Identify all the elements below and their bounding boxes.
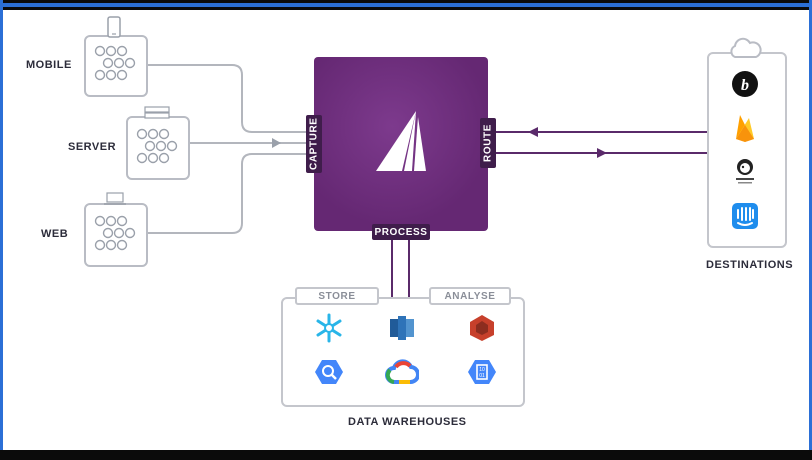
svg-text:10: 10	[479, 367, 485, 373]
capture-tag: CAPTURE	[306, 115, 322, 173]
server-dots-icon	[136, 128, 178, 164]
svg-text:b: b	[741, 77, 749, 94]
window-bottom-bar	[0, 450, 812, 460]
analyse-pill: ANALYSE	[429, 287, 511, 305]
server-arrow-icon	[272, 138, 281, 148]
window-left-border	[0, 0, 3, 460]
cloud-icon	[730, 37, 762, 58]
data-warehouses-caption: DATA WAREHOUSES	[348, 416, 467, 428]
firebase-icon	[736, 115, 754, 142]
window-top-bar	[0, 0, 812, 10]
s3-athena-icon	[470, 315, 494, 341]
google-cloud-icon	[385, 359, 419, 384]
database-icon: 10 01	[468, 360, 496, 384]
route-tag: ROUTE	[480, 118, 496, 168]
mobile-dots-icon	[94, 45, 136, 81]
laptop-icon	[104, 192, 126, 205]
braze-icon: b	[732, 71, 758, 97]
destinations-caption: DESTINATIONS	[706, 259, 794, 271]
server-label: SERVER	[68, 141, 117, 153]
web-connector	[146, 153, 308, 234]
server-rack-icon	[144, 106, 170, 119]
mobile-phone-icon	[107, 16, 121, 38]
segment-sail-logo-icon	[376, 111, 426, 171]
window-right-border	[809, 0, 812, 460]
mailchimp-icon	[736, 159, 754, 184]
mobile-connector	[146, 64, 308, 133]
process-tag: PROCESS	[372, 224, 430, 240]
mobile-label: MOBILE	[26, 59, 72, 71]
route-in-arrow-icon	[528, 127, 538, 137]
web-dots-icon	[94, 215, 136, 251]
server-source-card	[126, 116, 190, 180]
data-warehouses-panel	[281, 297, 525, 407]
intercom-icon	[732, 203, 758, 229]
web-source-card	[84, 203, 148, 267]
process-connector	[391, 238, 410, 297]
store-pill: STORE	[295, 287, 379, 305]
process-hub	[314, 57, 488, 231]
redshift-icon	[390, 316, 414, 340]
route-out-arrow-icon	[597, 148, 607, 158]
web-label: WEB	[41, 228, 69, 240]
svg-text:01: 01	[479, 373, 485, 379]
snowflake-icon	[316, 313, 342, 343]
mobile-source-card	[84, 35, 148, 97]
bigquery-icon	[315, 360, 343, 384]
